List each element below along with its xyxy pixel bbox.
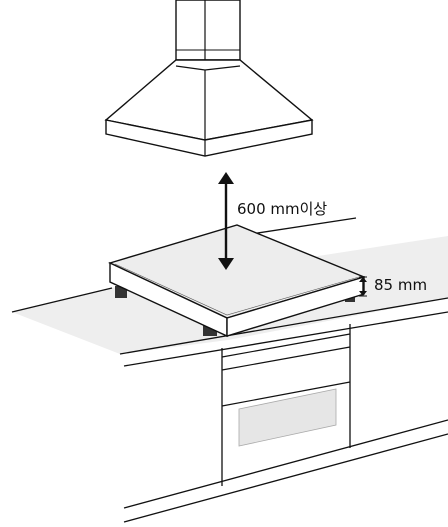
- clearance-arrow: [218, 172, 234, 270]
- range-hood: [104, 0, 314, 157]
- clearance-label: 600 mm이상: [237, 200, 328, 218]
- oven-window: [238, 388, 337, 447]
- cooktop: [108, 224, 367, 338]
- cooktop-height-label: 85 mm: [374, 276, 428, 294]
- oven-cabinet: [123, 324, 448, 523]
- height-arrow: [359, 276, 367, 297]
